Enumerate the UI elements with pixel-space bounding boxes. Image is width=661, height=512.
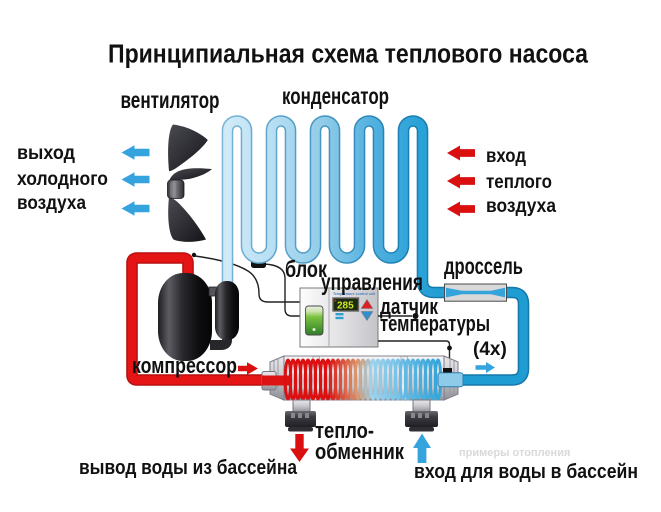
svg-text:управления: управления: [321, 269, 423, 295]
svg-text:воздуха: воздуха: [486, 195, 556, 217]
svg-text:(4x): (4x): [473, 339, 507, 360]
svg-text:тепло-: тепло-: [315, 418, 374, 443]
svg-text:холодного: холодного: [17, 168, 108, 190]
svg-text:выход: выход: [17, 142, 76, 164]
svg-text:вход для воды в бассейн: вход для воды в бассейн: [414, 461, 638, 483]
svg-text:вход: вход: [486, 145, 527, 167]
svg-text:285: 285: [337, 301, 354, 312]
svg-text:Temperature control unit: Temperature control unit: [333, 292, 376, 296]
svg-text:блок: блок: [285, 256, 327, 282]
svg-text:примеры отопления: примеры отопления: [459, 447, 570, 459]
svg-text:конденсатор: конденсатор: [282, 83, 389, 109]
svg-text:воздуха: воздуха: [17, 192, 86, 214]
svg-text:компрессор: компрессор: [132, 353, 237, 378]
svg-text:Принципиальная схема теплового: Принципиальная схема теплового насоса: [108, 41, 589, 69]
svg-text:температуры: температуры: [380, 311, 490, 336]
svg-text:обменник: обменник: [315, 439, 405, 464]
svg-text:вентилятор: вентилятор: [121, 87, 220, 113]
svg-text:теплого: теплого: [486, 171, 552, 193]
svg-text:датчик: датчик: [380, 294, 439, 319]
svg-text:дроссель: дроссель: [444, 253, 523, 279]
svg-text:вывод воды из бассейна: вывод воды из бассейна: [79, 457, 298, 479]
